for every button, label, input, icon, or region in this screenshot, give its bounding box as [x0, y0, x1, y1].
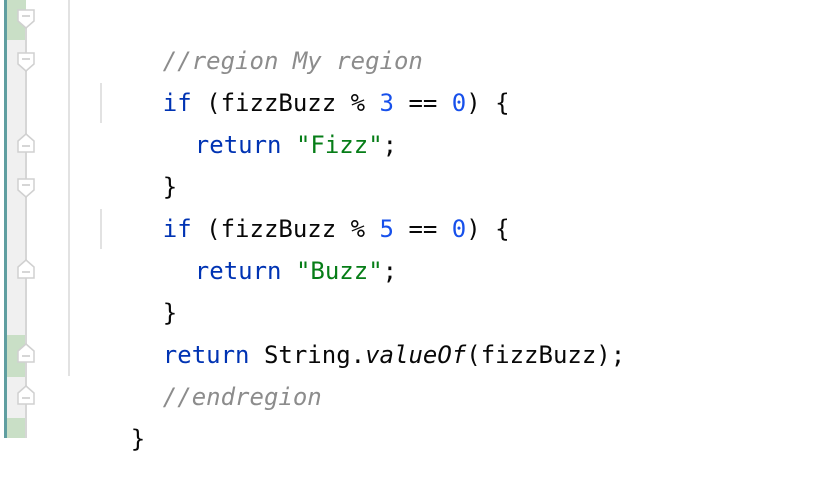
- fold-start-icon[interactable]: [17, 9, 35, 29]
- code-text: ) {: [466, 215, 510, 243]
- fold-end-icon[interactable]: [17, 259, 35, 279]
- indent-guide: [100, 209, 102, 249]
- string-literal: "Fizz": [295, 131, 383, 159]
- gutter-background: [7, 0, 26, 438]
- code-line-method-close-brace[interactable]: }: [73, 376, 145, 453]
- changed-line-marker[interactable]: [7, 418, 26, 438]
- string-literal: "Buzz": [295, 257, 383, 285]
- code-line-return-fizz[interactable]: return "Fizz";: [137, 82, 397, 159]
- code-text: }: [130, 425, 146, 453]
- code-line-if-3[interactable]: if (fizzBuzz % 3 == 0) {: [105, 40, 510, 117]
- code-text: (fizzBuzz %: [191, 215, 380, 243]
- vcs-change-bar: [4, 0, 7, 438]
- number-literal: 0: [451, 215, 467, 243]
- fold-start-icon[interactable]: [17, 178, 35, 198]
- indent-guide: [100, 83, 102, 123]
- code-text: }: [162, 299, 178, 327]
- keyword: if: [162, 215, 192, 243]
- code-text: ==: [394, 215, 452, 243]
- keyword: if: [162, 89, 192, 117]
- static-method-call: valueOf: [365, 341, 467, 369]
- code-line-region-end[interactable]: //endregion: [105, 334, 322, 411]
- code-line-if-5[interactable]: if (fizzBuzz % 5 == 0) {: [105, 166, 510, 243]
- indent-guide: [68, 0, 70, 376]
- code-text: ==: [394, 89, 452, 117]
- code-text: [282, 131, 296, 159]
- number-literal: 0: [451, 89, 467, 117]
- fold-start-icon[interactable]: [17, 52, 35, 72]
- code-line-return-valueof[interactable]: return String.valueOf(fizzBuzz);: [105, 292, 625, 369]
- code-text: }: [162, 173, 178, 201]
- code-line-close-brace[interactable]: }: [105, 250, 177, 327]
- changed-line-marker[interactable]: [7, 335, 26, 377]
- code-text: ;: [382, 257, 398, 285]
- fold-end-icon[interactable]: [17, 133, 35, 153]
- code-text: ;: [382, 131, 398, 159]
- keyword: return: [194, 131, 282, 159]
- code-text: ) {: [466, 89, 510, 117]
- comment: //region My region: [162, 47, 423, 75]
- keyword: return: [194, 257, 282, 285]
- fold-end-icon[interactable]: [17, 385, 35, 405]
- code-line-close-brace[interactable]: }: [105, 124, 177, 201]
- fold-end-icon[interactable]: [17, 343, 35, 363]
- code-line-return-buzz[interactable]: return "Buzz";: [137, 208, 397, 285]
- number-literal: 3: [379, 89, 394, 117]
- code-text: (fizzBuzz);: [466, 341, 626, 369]
- code-line-region-start[interactable]: //region My region: [105, 0, 423, 75]
- keyword: return: [162, 341, 250, 369]
- comment: //endregion: [162, 383, 322, 411]
- number-literal: 5: [379, 215, 394, 243]
- editor-gutter: [0, 0, 40, 438]
- code-text: [282, 257, 296, 285]
- fold-connector-line: [25, 28, 27, 438]
- code-text: String.: [249, 341, 366, 369]
- code-text: (fizzBuzz %: [191, 89, 380, 117]
